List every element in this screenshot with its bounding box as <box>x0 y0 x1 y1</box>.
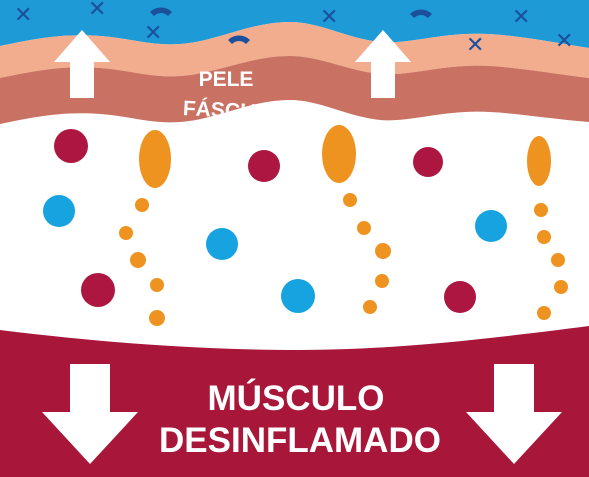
x-marks: ✕ ✕ ✕ ✕ ✕ ✕ ✕ <box>14 0 573 57</box>
dash-marks <box>150 7 432 44</box>
muscle-block <box>0 326 589 477</box>
cyan-dot <box>475 210 507 242</box>
arrow-up-icon <box>355 30 411 98</box>
orange-dot <box>551 253 565 267</box>
cyan-dot <box>281 279 315 313</box>
orange-dot <box>150 278 164 292</box>
orange-dot <box>357 221 371 235</box>
skin-layer <box>0 22 589 78</box>
arrow-up-icon <box>54 30 110 98</box>
cyan-dot <box>43 195 75 227</box>
x-mark-icon: ✕ <box>14 2 32 27</box>
blue-surface-layer <box>0 0 589 48</box>
muscle-label-line1: MÚSCULO <box>208 378 385 418</box>
orange-dot <box>537 306 551 320</box>
fascia-layer <box>0 56 589 124</box>
crimson-dot <box>81 273 115 307</box>
crimson-dot <box>54 129 88 163</box>
cyan-dot <box>206 228 238 260</box>
x-mark-icon: ✕ <box>88 0 106 21</box>
muscle-label-line2: DESINFLAMADO <box>159 421 441 460</box>
x-mark-icon: ✕ <box>144 20 162 45</box>
fascia-label: FÁSCIA <box>182 97 261 124</box>
x-mark-icon: ✕ <box>555 28 573 53</box>
orange-dot <box>363 300 377 314</box>
dash-mark <box>228 35 250 44</box>
orange-oval <box>139 130 171 188</box>
orange-dots <box>119 193 568 326</box>
orange-dot <box>130 252 146 268</box>
orange-dot <box>554 280 568 294</box>
orange-dot <box>375 274 389 288</box>
orange-dot <box>119 226 133 240</box>
x-mark-icon: ✕ <box>320 4 338 29</box>
cyan-dots <box>43 195 507 313</box>
orange-dot <box>375 243 391 259</box>
arrow-down-icon <box>42 364 138 464</box>
skin-label: PELE <box>199 68 254 91</box>
arrow-down-icon <box>466 364 562 464</box>
crimson-dot <box>413 147 443 177</box>
crimson-dot <box>248 150 280 182</box>
orange-dot <box>537 230 551 244</box>
dash-mark <box>410 9 432 18</box>
orange-dot <box>149 310 165 326</box>
x-mark-icon: ✕ <box>466 32 484 57</box>
orange-oval <box>322 125 356 183</box>
orange-oval <box>527 136 551 186</box>
orange-dot <box>343 193 357 207</box>
orange-dot <box>534 203 548 217</box>
orange-dot <box>135 198 149 212</box>
x-mark-icon: ✕ <box>512 4 530 29</box>
crimson-dots <box>54 129 476 313</box>
orange-ovals <box>139 125 551 188</box>
dash-mark <box>150 7 172 16</box>
crimson-dot <box>444 281 476 313</box>
